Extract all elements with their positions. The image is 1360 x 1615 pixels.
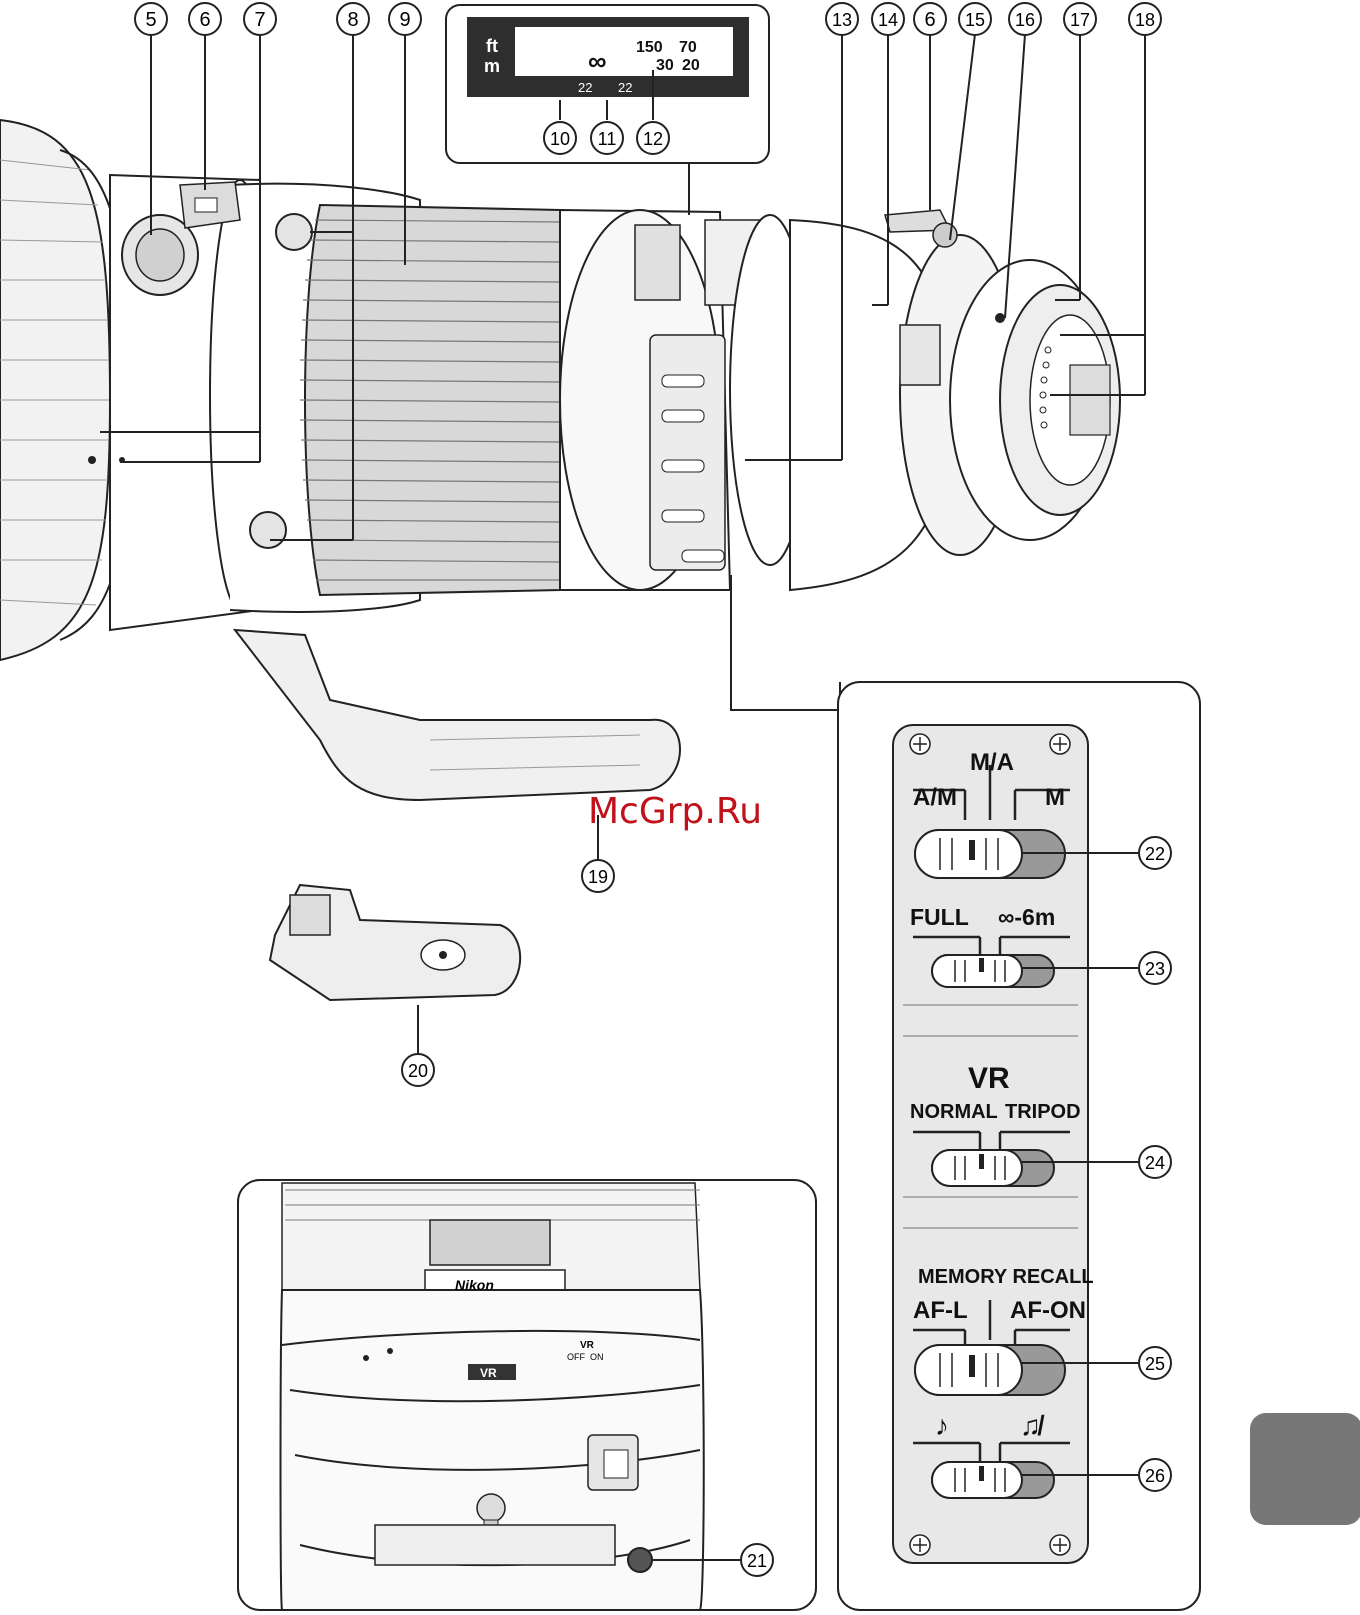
vr-right-label: TRIPOD xyxy=(1005,1101,1081,1123)
ft-value-70: 70 xyxy=(679,39,697,56)
callout-number: 14 xyxy=(878,10,898,30)
callout-number: 10 xyxy=(550,129,570,149)
tripod-foot xyxy=(235,630,680,800)
callout-number: 12 xyxy=(643,129,663,149)
callout-number: 6 xyxy=(924,9,935,31)
vr-switch-inset xyxy=(238,1180,816,1610)
memory-left-label: AF-L xyxy=(913,1297,968,1324)
brand-label: Nikon xyxy=(455,1277,494,1293)
infinity-mark: ∞ xyxy=(588,46,607,76)
vr-switch-on: ON xyxy=(590,1352,604,1362)
callout-number: 7 xyxy=(254,9,265,31)
m-value-20: 20 xyxy=(682,57,700,74)
callout-number: 13 xyxy=(832,10,852,30)
m-value-30: 30 xyxy=(656,57,674,74)
lens-barrel-middle xyxy=(560,210,825,590)
aperture-left: 22 xyxy=(578,80,592,95)
vr-title-label: VR xyxy=(968,1062,1010,1095)
focus-mode-left-label: A/M xyxy=(913,784,957,811)
section-tab xyxy=(1250,1413,1360,1525)
vr-left-label: NORMAL xyxy=(910,1101,998,1123)
callout-number: 11 xyxy=(598,129,617,149)
vr-switch-title: VR xyxy=(580,1340,595,1351)
watermark: McGrp.Ru xyxy=(588,791,762,832)
callout-number: 20 xyxy=(408,1061,428,1081)
replacement-tripod-foot xyxy=(270,885,520,1000)
callout-number: 25 xyxy=(1145,1354,1165,1374)
callout-number: 22 xyxy=(1145,844,1165,864)
callout-number: 8 xyxy=(347,9,358,31)
focus-limit-right-label: ∞-6m xyxy=(998,904,1055,930)
callout-number: 18 xyxy=(1135,10,1155,30)
callout-number: 15 xyxy=(965,10,985,30)
callout-number: 23 xyxy=(1145,959,1165,979)
focus-mode-top-label: M/A xyxy=(970,749,1014,776)
m-unit-label: m xyxy=(484,56,500,76)
sound-on-icon: ♪ xyxy=(935,1410,949,1441)
callout-number: 9 xyxy=(399,9,410,31)
callout-number: 19 xyxy=(588,867,608,887)
focus-ring xyxy=(300,205,560,595)
callout-number: 21 xyxy=(747,1551,767,1571)
vr-badge-label: VR xyxy=(480,1366,497,1380)
callout-number: 17 xyxy=(1070,10,1090,30)
focus-mode-right-label: M xyxy=(1045,784,1065,811)
memory-title-label: MEMORY RECALL xyxy=(918,1266,1094,1288)
memory-right-label: AF-ON xyxy=(1010,1297,1086,1324)
callout-number: 16 xyxy=(1015,10,1035,30)
vr-switch-off: OFF xyxy=(567,1352,585,1362)
callout-number: 6 xyxy=(199,9,210,31)
ft-value-150: 150 xyxy=(636,39,663,56)
callout-number: 26 xyxy=(1145,1466,1165,1486)
ft-unit-label: ft xyxy=(486,36,498,56)
lens-mount xyxy=(950,260,1120,540)
focus-limit-left-label: FULL xyxy=(910,904,969,930)
callout-number: 5 xyxy=(145,9,156,31)
callout-number: 24 xyxy=(1145,1153,1165,1173)
aperture-right: 22 xyxy=(618,80,632,95)
